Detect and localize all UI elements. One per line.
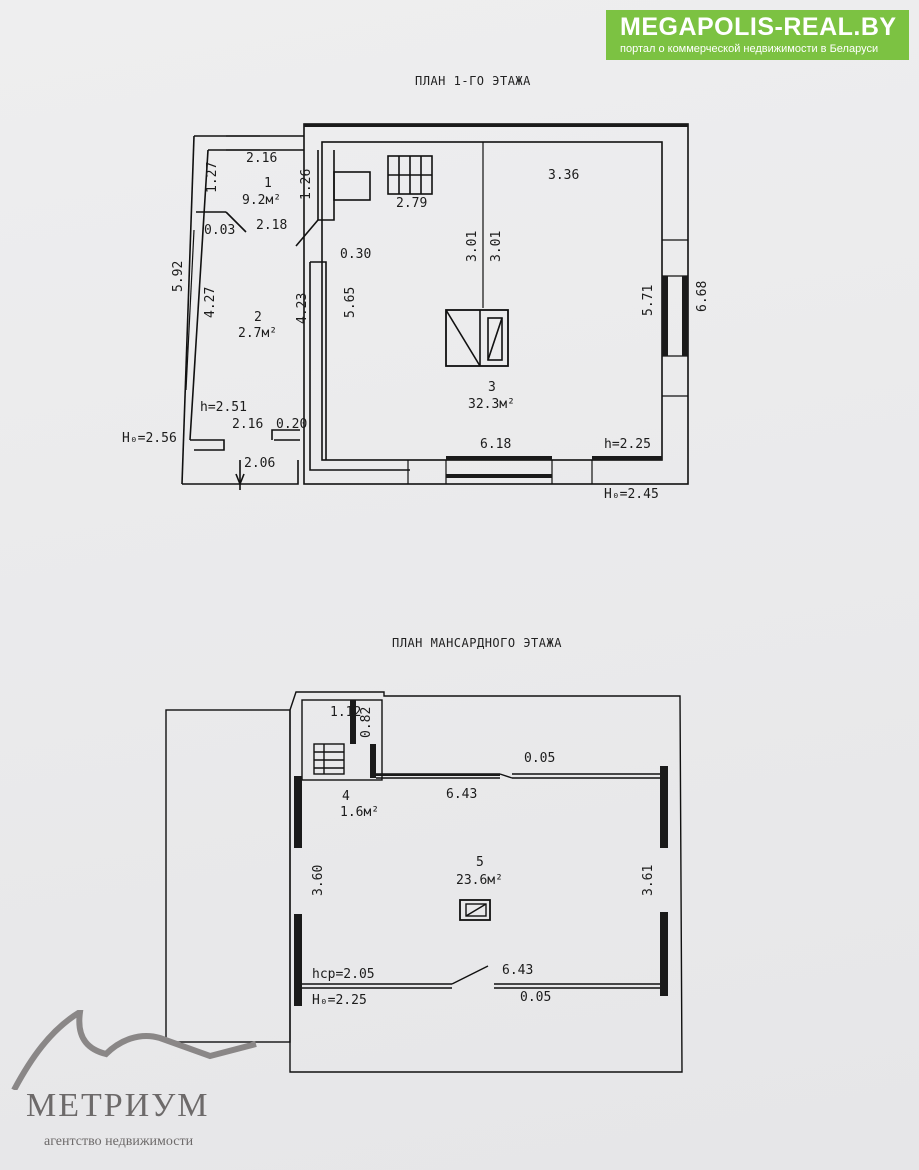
room2-number: 1	[264, 176, 272, 191]
megapolis-watermark-badge: MEGAPOLIS-REAL.BY портал о коммерческой …	[606, 10, 909, 60]
dim-336: 3.36	[548, 168, 579, 183]
annex-left-outer	[181, 135, 195, 485]
attic-dim-643-top: 6.43	[446, 787, 477, 802]
attic-door-swing	[451, 965, 489, 985]
attic-dim-112: 1.12	[330, 705, 361, 720]
room2-area: 9.2м²	[242, 193, 281, 208]
first-floor-wall-fills	[304, 124, 688, 478]
door-swing-room1	[295, 219, 319, 247]
watermark-subtitle: портал о коммерческой недвижимости в Бел…	[620, 43, 879, 55]
attic-dim-360: 3.60	[311, 865, 326, 896]
dim-216-top: 2.16	[246, 151, 277, 166]
stair-box	[333, 171, 371, 201]
dim-003: 0.03	[204, 223, 235, 238]
attic-outer-contour	[289, 691, 683, 1073]
partition-1-3-outer	[309, 262, 410, 471]
outer-wall-main	[303, 123, 689, 485]
room5-area: 23.6м²	[456, 873, 503, 888]
metrium-logo-roof-icon	[11, 1010, 257, 1090]
first-floor-plan-title: ПЛАН 1-ГО ЭТАЖА	[415, 74, 531, 88]
attic-dim-643-bottom: 6.43	[502, 963, 533, 978]
metrium-logo: МЕТРИУМ агентство недвижимости	[10, 1010, 270, 1160]
agency-tagline: агентство недвижимости	[44, 1134, 194, 1149]
room3-area: 32.3м²	[468, 397, 515, 412]
door-swing-room2	[225, 211, 247, 233]
attic-dim-005-bottom: 0.05	[520, 990, 551, 1005]
attic-floor-plan-title: ПЛАН МАНСАРДНОГО ЭТАЖА	[392, 636, 562, 650]
dim-427: 4.27	[203, 287, 218, 318]
attic-dim-361: 3.61	[641, 865, 656, 896]
room3-number: 3	[488, 380, 496, 395]
dim-216-bottom: 2.16	[232, 417, 263, 432]
dim-279: 2.79	[396, 196, 427, 211]
room4-area: 1.6м²	[340, 805, 379, 820]
attic-level-h0-225: H₀=2.25	[312, 993, 367, 1008]
level-h0-256: H₀=2.56	[122, 431, 177, 446]
dim-423: 4.23	[295, 293, 310, 324]
dim-571: 5.71	[641, 285, 656, 316]
dim-592: 5.92	[171, 261, 186, 292]
partition-1-3	[310, 261, 327, 460]
room1-area: 2.7м²	[238, 326, 277, 341]
dim-565: 5.65	[343, 287, 358, 318]
dim-206: 2.06	[244, 456, 275, 471]
dim-668: 6.68	[695, 281, 710, 312]
ceiling-height-225: h=2.25	[604, 437, 651, 452]
first-floor-walls	[181, 123, 689, 490]
ceiling-height-251: h=2.51	[200, 400, 247, 415]
wall-stub-bottom-left	[190, 439, 225, 451]
partition-room2	[317, 150, 335, 221]
attic-wall-fills	[294, 700, 668, 1006]
room4-number: 4	[342, 789, 350, 804]
dim-126: 1.26	[299, 169, 314, 200]
level-h0-245: H₀=2.45	[604, 487, 659, 502]
attic-avg-height-205: hср=2.05	[312, 967, 375, 982]
dim-030: 0.30	[340, 247, 371, 262]
attic-stair-room	[301, 699, 383, 781]
dim-618: 6.18	[480, 437, 511, 452]
watermark-title: MEGAPOLIS-REAL.BY	[620, 13, 897, 41]
room5-number: 5	[476, 855, 484, 870]
porch-outline	[182, 460, 299, 485]
stove	[445, 309, 509, 367]
dim-218: 2.18	[256, 218, 287, 233]
agency-name: МЕТРИУМ	[26, 1087, 210, 1124]
dim-020: 0.20	[276, 417, 307, 432]
attic-floor-walls	[165, 691, 683, 1073]
dim-301-a: 3.01	[465, 231, 480, 262]
dim-301-b: 3.01	[489, 231, 504, 262]
annex-left-inner	[189, 149, 209, 441]
room1-number: 2	[254, 310, 262, 325]
dim-127: 1.27	[205, 162, 220, 193]
attic-dim-005-top: 0.05	[524, 751, 555, 766]
attic-chimney	[459, 899, 491, 921]
inner-wall-main	[321, 141, 663, 461]
attic-dim-082: 0.82	[359, 707, 374, 738]
attic-left-roof-slope	[165, 709, 291, 1043]
attic-stair	[313, 743, 345, 775]
